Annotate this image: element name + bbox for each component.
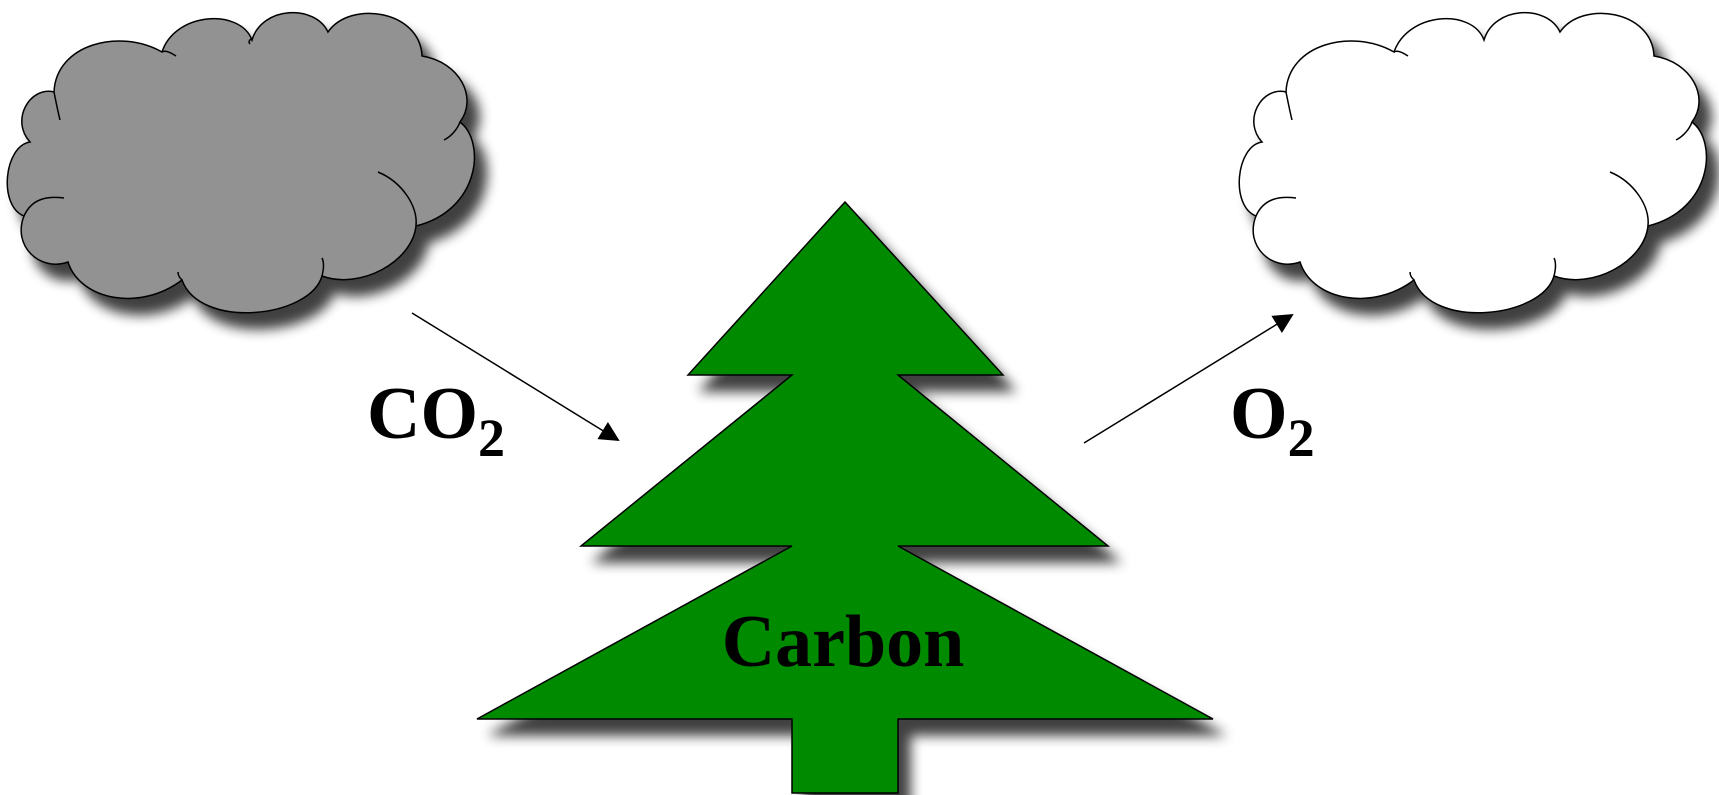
o2-cloud <box>1238 11 1708 314</box>
co2-cloud <box>6 11 476 314</box>
tree-label: Carbon <box>722 601 965 683</box>
o2-label-base: O <box>1230 373 1288 455</box>
o2-label: O2 <box>1230 373 1315 468</box>
co2-label-subscript: 2 <box>478 408 505 468</box>
co2-label-base: CO <box>367 373 478 455</box>
tree-shape <box>476 200 1214 794</box>
o2-release-arrow <box>1083 313 1294 444</box>
co2-intake-arrow <box>411 312 620 442</box>
o2-label-subscript: 2 <box>1288 408 1315 468</box>
co2-label: CO2 <box>367 373 505 468</box>
tree <box>476 200 1214 794</box>
